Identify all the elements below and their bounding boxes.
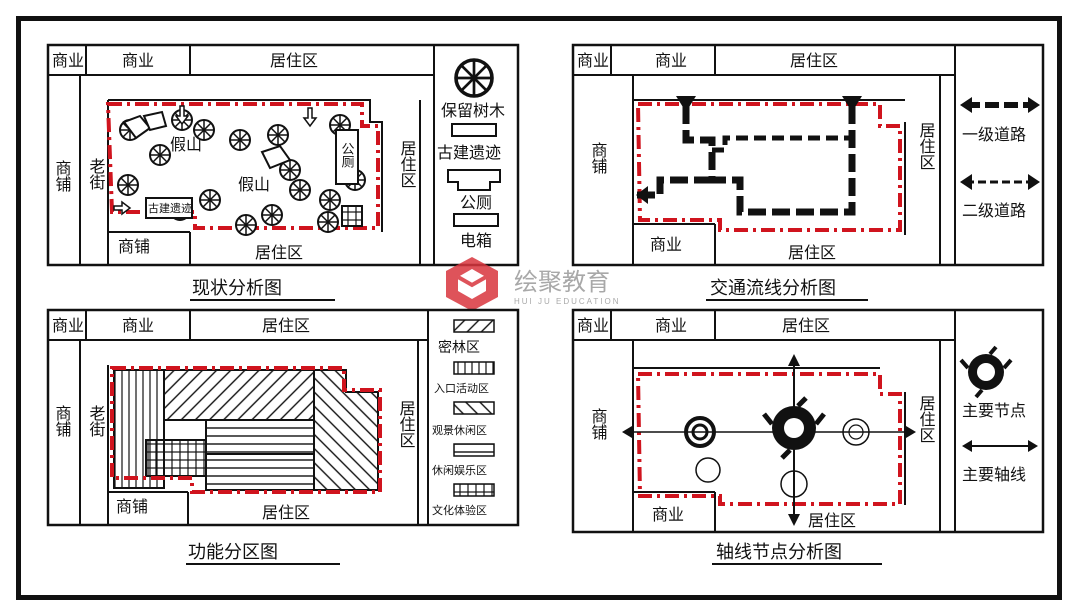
legend-item-viewing: 观景休闲区 bbox=[432, 423, 487, 437]
label-top-left: 商业 bbox=[52, 51, 84, 70]
label-top-commerce: 商业 bbox=[122, 51, 154, 70]
label-top-commerce: 商业 bbox=[655, 316, 687, 335]
legend-item-secondary-road: 二级道路 bbox=[962, 201, 1026, 220]
label-right-residential: 居住区 bbox=[917, 122, 936, 170]
legend-zoning: 密林区 入口活动区 观景休闲区 休闲娱乐区 文化体验区 bbox=[432, 319, 495, 517]
legend-node-icon bbox=[959, 345, 1013, 399]
label-top-left: 商业 bbox=[577, 51, 609, 70]
label-bottom-residential: 居住区 bbox=[262, 503, 310, 522]
node-markers bbox=[684, 396, 870, 498]
label-rockery-2: 假山 bbox=[238, 175, 270, 194]
panel-existing: 商业 商业 居住区 商铺 老街 居住区 商铺 居住区 假山 假山 公厕 古建遗迹 bbox=[46, 43, 520, 301]
brand-watermark: 绘聚教育 HUI JU EDUCATION bbox=[446, 257, 621, 311]
label-rockery-1: 假山 bbox=[170, 135, 202, 154]
label-ruins: 古建遗迹 bbox=[148, 201, 192, 215]
caption-existing: 现状分析图 bbox=[192, 278, 282, 299]
caption-zoning: 功能分区图 bbox=[188, 542, 278, 563]
caption-axis-nodes: 轴线节点分析图 bbox=[716, 542, 842, 563]
label-old-street: 老街 bbox=[87, 405, 106, 437]
brand-name-en: HUI JU EDUCATION bbox=[514, 297, 621, 306]
label-top-residential: 居住区 bbox=[270, 51, 318, 70]
legend-existing: 保留树木 古建遗迹 公厕 电箱 bbox=[437, 58, 505, 250]
zone-leisure bbox=[205, 419, 315, 455]
brand-logo-icon bbox=[446, 257, 498, 311]
legend-item-leisure: 休闲娱乐区 bbox=[432, 463, 487, 477]
primary-road-path bbox=[636, 96, 862, 216]
label-top-commerce: 商业 bbox=[655, 51, 687, 70]
label-bottom-commerce: 商业 bbox=[652, 505, 684, 524]
legend-item-ruins: 古建遗迹 bbox=[437, 143, 501, 162]
label-right-residential: 居住区 bbox=[398, 140, 417, 188]
legend-item-main-axis: 主要轴线 bbox=[962, 465, 1026, 484]
legend-box bbox=[427, 309, 519, 526]
main-axes bbox=[622, 354, 916, 526]
zones bbox=[113, 369, 379, 491]
outer-frame bbox=[16, 16, 1062, 600]
label-bottom-residential: 居住区 bbox=[788, 243, 836, 262]
legend-item-entrance: 入口活动区 bbox=[434, 382, 489, 395]
label-bottom-residential: 居住区 bbox=[255, 243, 303, 262]
site-boundary bbox=[635, 372, 902, 506]
panel-axis-nodes: 商业 商业 居住区 商铺 居住区 商业 居住区 bbox=[571, 308, 1045, 565]
brand-name-cn: 绘聚教育 bbox=[514, 269, 610, 296]
label-toilet: 公厕 bbox=[339, 142, 355, 168]
legend-item-trees: 保留树木 bbox=[441, 101, 505, 120]
legend-item-dense-forest: 密林区 bbox=[438, 339, 480, 356]
label-top-left: 商业 bbox=[52, 316, 84, 335]
label-left-shops: 商铺 bbox=[589, 142, 608, 174]
zone-dense-forest bbox=[163, 369, 315, 421]
label-bottom-commerce: 商业 bbox=[650, 235, 682, 254]
label-top-residential: 居住区 bbox=[790, 51, 838, 70]
ruins-block bbox=[145, 197, 193, 219]
site-boundary bbox=[635, 102, 902, 232]
legend-item-electric-box: 电箱 bbox=[460, 231, 492, 250]
label-top-residential: 居住区 bbox=[782, 316, 830, 335]
legend-circulation: 一级道路 二级道路 bbox=[960, 97, 1040, 220]
toilet-block bbox=[335, 129, 359, 185]
legend-item-toilet: 公厕 bbox=[460, 193, 492, 212]
legend-item-culture: 文化体验区 bbox=[432, 503, 487, 517]
label-bottom-shops: 商铺 bbox=[116, 497, 148, 516]
label-top-residential: 居住区 bbox=[262, 316, 310, 335]
label-old-street: 老街 bbox=[87, 158, 106, 190]
label-top-commerce: 商业 bbox=[122, 316, 154, 335]
legend-box bbox=[954, 309, 1044, 533]
label-bottom-shops: 商铺 bbox=[118, 237, 150, 256]
label-right-residential: 居住区 bbox=[397, 400, 416, 448]
panel-functional-zoning: 商业 商业 居住区 商铺 老街 居住区 商铺 居住区 密林区 入口活动区 观景休… bbox=[46, 308, 520, 565]
legend-box bbox=[954, 44, 1044, 266]
caption-circulation: 交通流线分析图 bbox=[710, 278, 836, 299]
site-boundary bbox=[105, 102, 380, 230]
label-left-shops: 商铺 bbox=[53, 405, 72, 437]
label-left-shops: 商铺 bbox=[589, 408, 608, 440]
label-top-left: 商业 bbox=[577, 316, 609, 335]
site-boundary bbox=[110, 366, 382, 494]
label-bottom-residential: 居住区 bbox=[808, 511, 856, 530]
label-left-shops: 商铺 bbox=[53, 160, 72, 192]
zone-culture bbox=[145, 439, 207, 477]
legend-item-primary-road: 一级道路 bbox=[962, 125, 1026, 144]
legend-axis-nodes: 主要节点 主要轴线 bbox=[959, 345, 1038, 484]
panel-circulation: 商业 商业 居住区 商铺 居住区 商业 居住区 一级道路 二级道路 交通流线分析… bbox=[571, 43, 1045, 301]
label-right-residential: 居住区 bbox=[917, 395, 936, 443]
legend-item-main-node: 主要节点 bbox=[962, 401, 1026, 420]
